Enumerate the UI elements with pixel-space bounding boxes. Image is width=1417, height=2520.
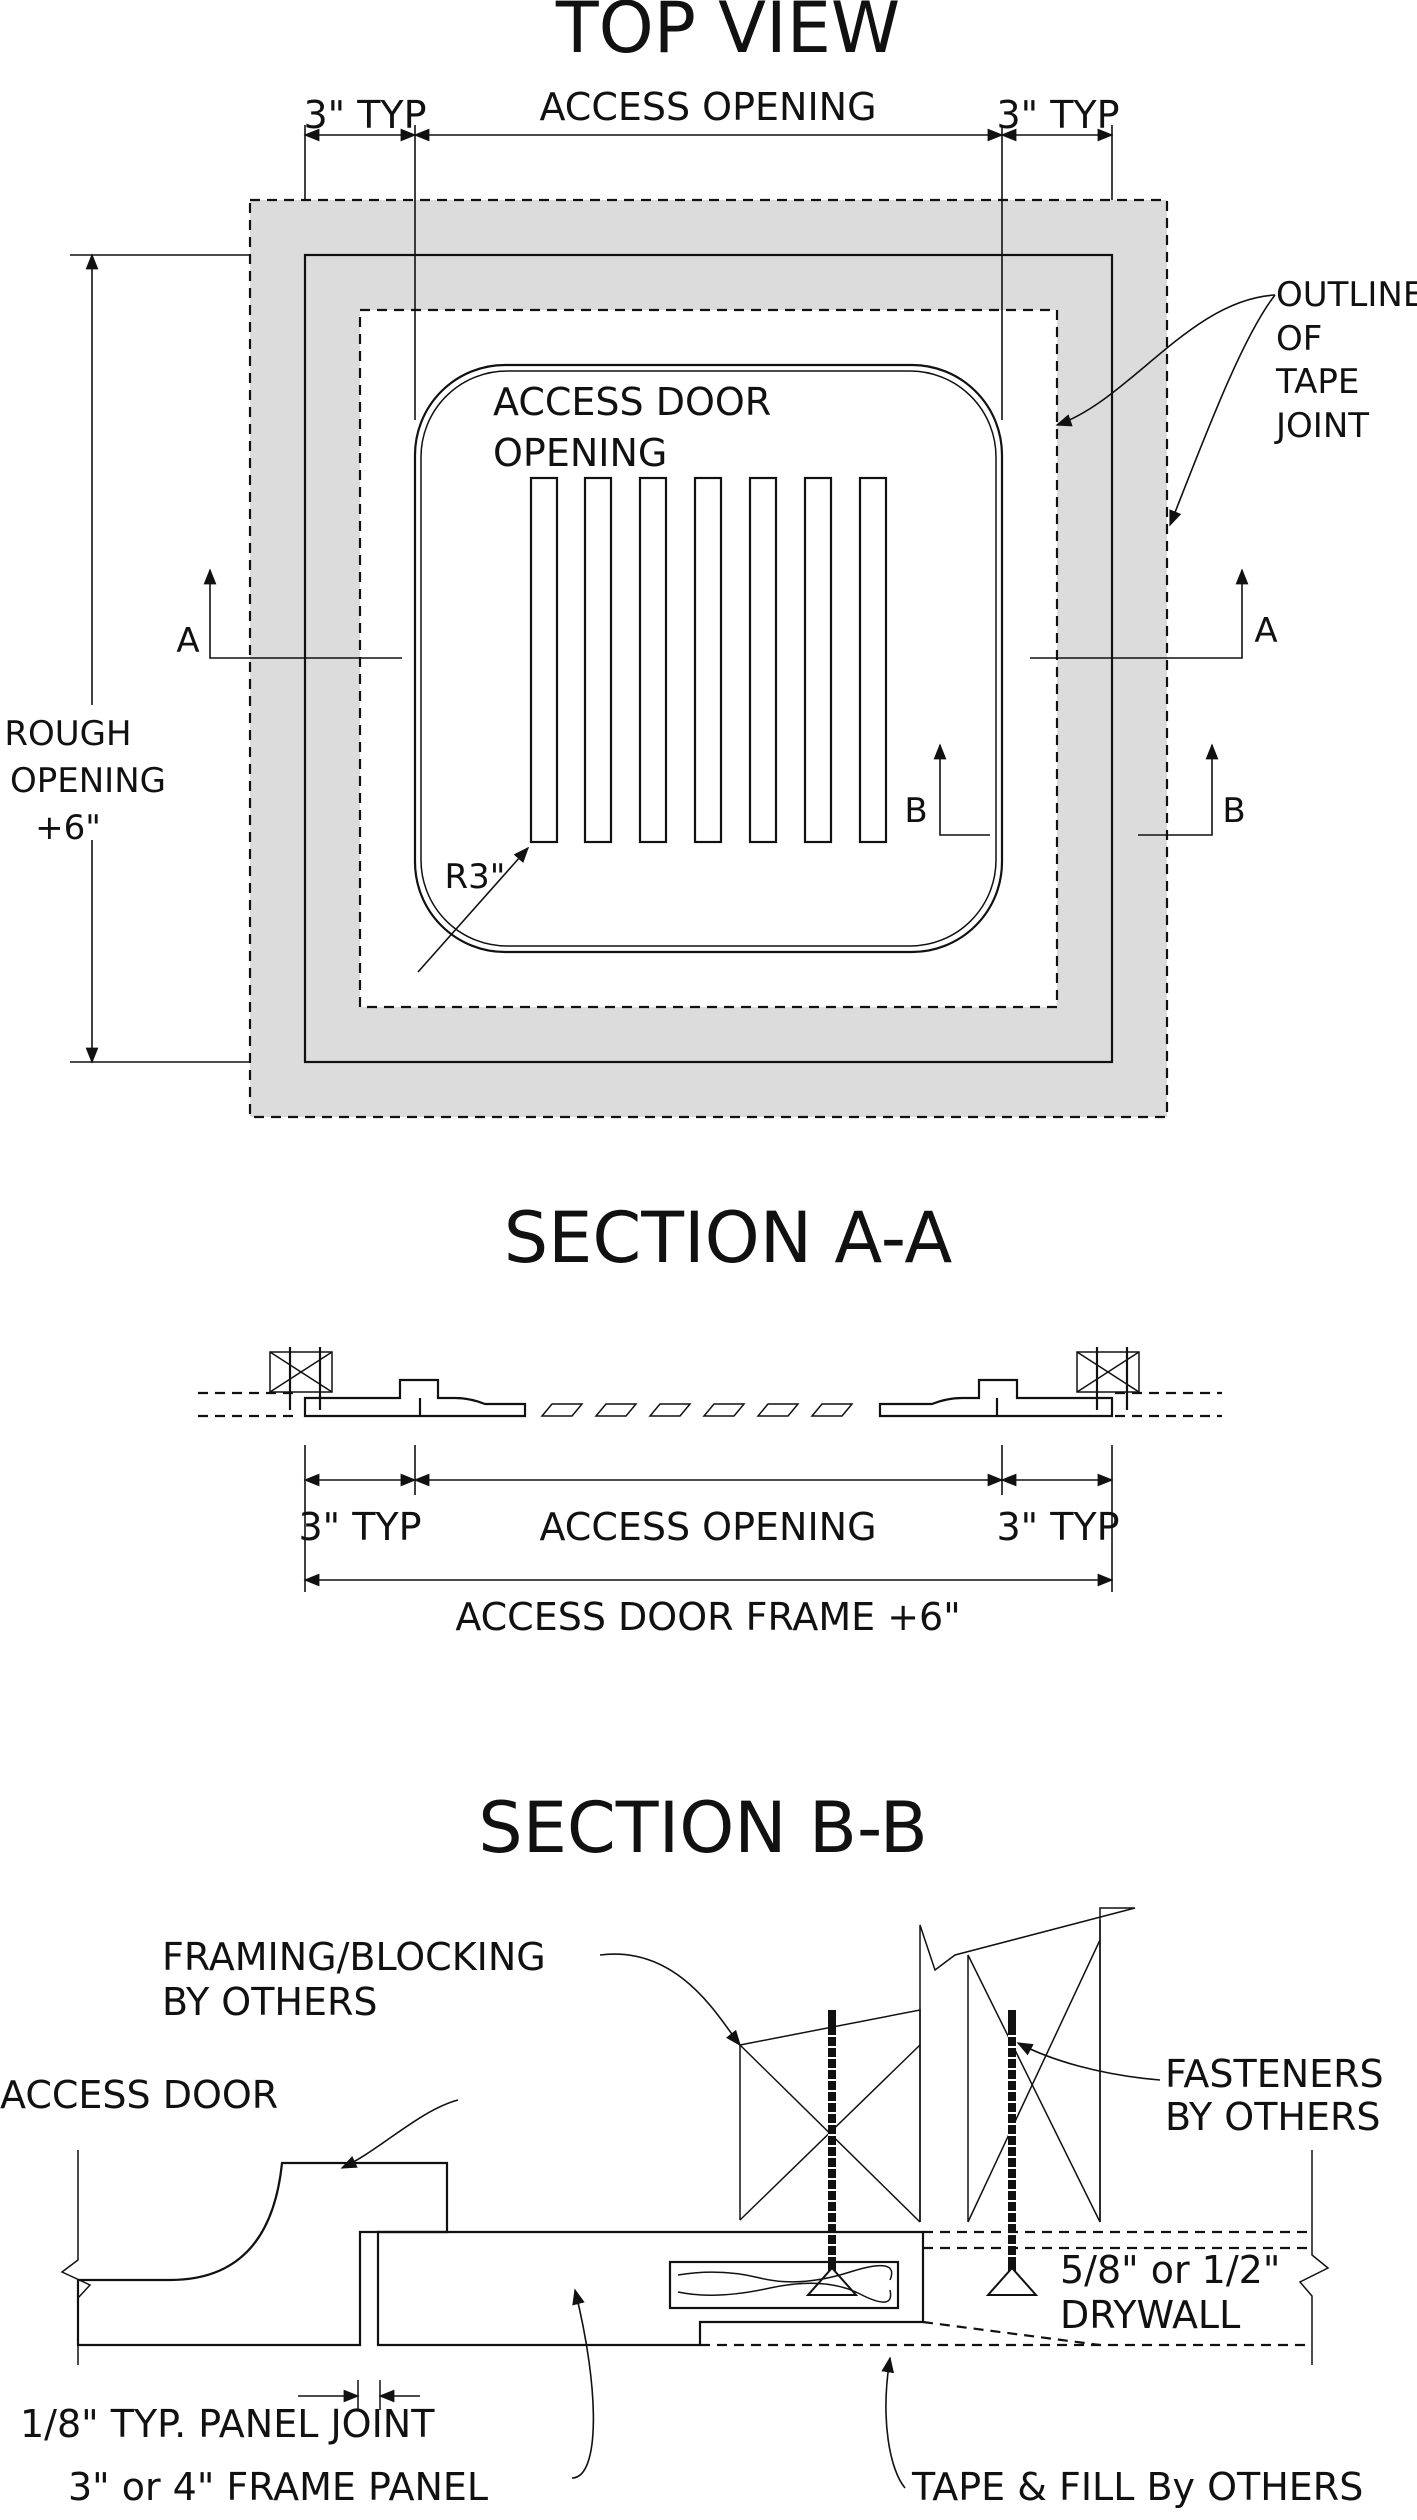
outline-leaders [1055,294,1276,527]
top-dimensions [303,125,1114,420]
door-opening-label-line1: ACCESS DOOR [493,380,771,424]
access-door-panel [76,2161,449,2347]
section-aa-right-framing [1076,1347,1140,1410]
section-b-markers [933,743,1219,836]
section-aa: SECTION A-A [198,1197,1222,1639]
rough-opening-label-line1: ROUGH [4,714,131,754]
fasteners-label-line1: FASTENERS [1165,2052,1384,2096]
section-aa-dimensions [303,1445,1114,1592]
outline-label-line2: OF [1276,319,1322,359]
drywall [60,2150,1330,2365]
radius-leader [417,846,530,973]
section-aa-vent-slats [540,1403,854,1417]
section-b-right-label: B [1222,791,1245,831]
radius-label: R3" [445,857,506,897]
door-vent-slots [529,476,888,844]
outline-label-line1: OUTLINE [1276,275,1417,315]
section-b-left-label: B [904,791,927,831]
tape-fill-label: TAPE & FILL By OTHERS [911,2465,1363,2509]
section-aa-typ-left-label: 3" TYP [298,1505,421,1549]
fasteners-label-line2: BY OTHERS [1165,2095,1381,2139]
drywall-label-line2: DRYWALL [1060,2293,1240,2337]
section-a-markers [203,568,1249,659]
section-bb-title: SECTION B-B [478,1787,927,1869]
section-bb-leaders [298,1953,1161,2489]
top-view: TOP VIEW 3" TYP ACCESS OPE [4,0,1417,1119]
rough-opening-label-line2: OPENING [10,761,166,801]
top-typ-right-label: 3" TYP [996,93,1119,137]
door-opening-label-line2: OPENING [493,431,667,475]
section-aa-access-opening-label: ACCESS OPENING [539,1505,876,1549]
section-aa-right-frame [878,1378,1114,1418]
panel-joint-label: 1/8" TYP. PANEL JOINT [20,2402,435,2446]
section-aa-title: SECTION A-A [504,1197,953,1279]
frame-panel-label: 3" or 4" FRAME PANEL [68,2465,488,2509]
wood-backing-strip [668,2260,900,2310]
framing-label-line1: FRAMING/BLOCKING [162,1935,546,1979]
outline-label-line3: TAPE [1275,362,1359,402]
access-door-label: ACCESS DOOR [0,2073,278,2117]
tape-joint-band [250,200,1167,1117]
door-opening-outline [413,363,1004,954]
door-opening-inner-outline [420,370,997,947]
section-a-right-label: A [1254,611,1277,651]
drywall-label-line1: 5/8" or 1/2" [1060,2248,1280,2292]
frame-outline [303,253,1114,1064]
fastener-right [985,2010,1039,2296]
framing-label-line2: BY OTHERS [162,1980,378,2024]
section-aa-left-frame [303,1378,527,1418]
outline-label-line4: JOINT [1274,406,1369,446]
rough-opening-label-line3: +6" [35,808,101,848]
top-access-opening-label: ACCESS OPENING [539,85,876,129]
section-a-left-label: A [176,621,199,661]
section-bb: SECTION B-B [0,1787,1384,2509]
top-typ-left-label: 3" TYP [303,93,426,137]
rough-opening-dimension [70,253,250,1064]
section-aa-frame-label: ACCESS DOOR FRAME +6" [455,1595,960,1639]
top-view-title: TOP VIEW [555,0,900,69]
section-aa-left-framing [269,1347,333,1410]
section-aa-typ-right-label: 3" TYP [996,1505,1119,1549]
